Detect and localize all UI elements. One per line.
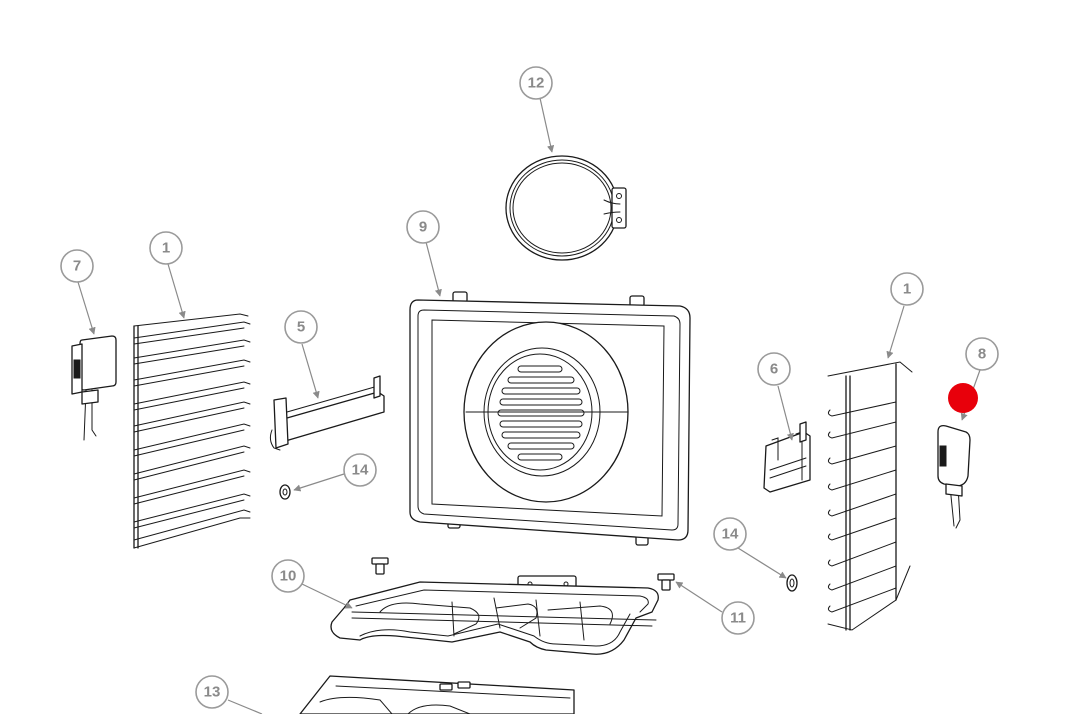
circular-heating-element-icon [505, 155, 627, 261]
lamp-unit-right-icon [937, 424, 971, 529]
callout-label: 1 [162, 240, 170, 257]
highlight-marker[interactable] [948, 383, 978, 413]
callout-label: 12 [528, 75, 545, 92]
callout-label: 10 [280, 568, 297, 585]
callout-label: 6 [770, 361, 778, 378]
callout-label: 9 [419, 219, 427, 236]
washer-icon [786, 574, 798, 592]
callout-6: 6 [757, 352, 791, 386]
side-rack-left-icon [133, 313, 251, 549]
callout-label: 1 [903, 281, 911, 298]
callout-13: 13 [195, 675, 229, 709]
callout-7: 7 [60, 249, 94, 283]
callout-14-left: 14 [343, 453, 377, 487]
bottom-heating-element-icon [330, 575, 659, 655]
callout-10: 10 [271, 559, 305, 593]
callout-label: 14 [722, 526, 739, 543]
callout-1-left: 1 [149, 231, 183, 265]
base-plate-icon [299, 675, 575, 714]
callout-11: 11 [721, 601, 755, 635]
rear-panel-fan-cover-icon [409, 291, 691, 546]
callout-label: 8 [978, 346, 986, 363]
washer-icon [279, 484, 291, 500]
callout-5: 5 [284, 310, 318, 344]
side-rack-right-icon [827, 361, 913, 631]
rail-bracket-left-icon [269, 375, 385, 451]
callout-label: 5 [297, 319, 305, 336]
rail-bracket-right-icon [763, 421, 811, 493]
callout-12: 12 [519, 66, 553, 100]
callout-label: 14 [352, 462, 369, 479]
callout-9: 9 [406, 210, 440, 244]
foot-connector-icon [371, 557, 675, 591]
lamp-unit-left-icon [71, 335, 117, 441]
callout-8: 8 [965, 337, 999, 371]
callout-label: 11 [730, 610, 746, 627]
callout-14-right: 14 [713, 517, 747, 551]
callout-label: 13 [204, 684, 221, 701]
callout-label: 7 [73, 258, 81, 275]
callout-1-right: 1 [890, 272, 924, 306]
